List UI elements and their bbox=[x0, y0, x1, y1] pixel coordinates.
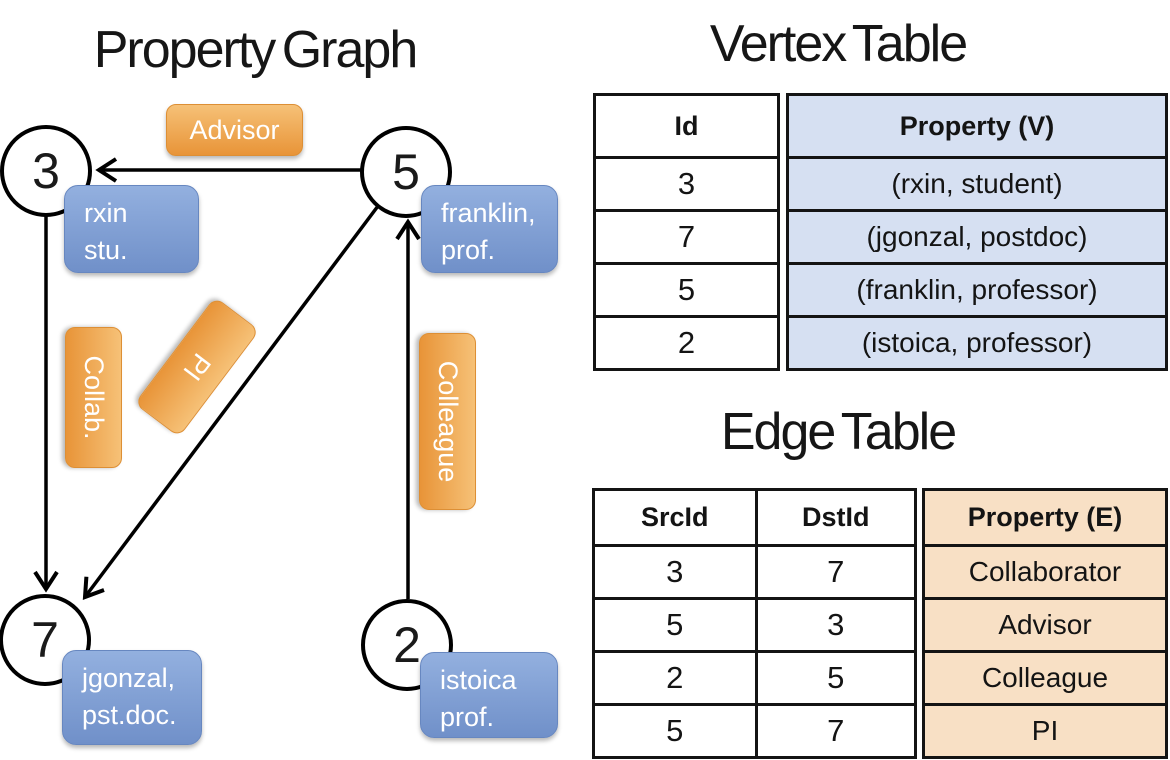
table-cell: (rxin, student) bbox=[789, 156, 1165, 209]
edge-table: SrcId DstId 3 7 5 3 2 5 5 7 Property (E)… bbox=[592, 488, 1168, 759]
edge-table-header-property: Property (E) bbox=[925, 491, 1165, 544]
table-cell: Advisor bbox=[925, 597, 1165, 650]
vertex-node-7-id: 7 bbox=[31, 612, 59, 668]
table-cell: 7 bbox=[754, 703, 914, 756]
edge-table-title: Edge Table bbox=[720, 403, 957, 461]
table-cell: 5 bbox=[595, 703, 755, 756]
vertex-node-2-id: 2 bbox=[393, 617, 421, 673]
vertex-node-5-id: 5 bbox=[392, 144, 420, 200]
vertex-node-3-id: 3 bbox=[32, 143, 60, 199]
edge-label-advisor: Advisor bbox=[166, 104, 303, 156]
table-cell: 5 bbox=[596, 262, 777, 315]
edge-label-colleague: Colleague bbox=[419, 333, 476, 510]
table-cell: 7 bbox=[754, 544, 914, 597]
vertex-table-header-id: Id bbox=[674, 110, 699, 141]
vertex-property-line: prof. bbox=[440, 702, 495, 733]
graph-panel-title: Property Graph bbox=[93, 21, 419, 79]
edge-label-collaborator: Collab. bbox=[65, 327, 122, 468]
vertex-property-line: pst.doc. bbox=[82, 700, 177, 731]
table-cell: (istoica, professor) bbox=[789, 315, 1165, 368]
vertex-property-line: stu. bbox=[84, 235, 128, 266]
table-cell: 5 bbox=[595, 597, 755, 650]
vertex-table-header-property: Property (V) bbox=[789, 96, 1165, 156]
table-cell: Colleague bbox=[925, 650, 1165, 703]
vertex-table-title: Vertex Table bbox=[709, 15, 968, 73]
graph-edges-canvas bbox=[33, 157, 421, 600]
table-cell: (franklin, professor) bbox=[789, 262, 1165, 315]
vertex-property-line: rxin bbox=[84, 198, 128, 228]
table-cell: PI bbox=[925, 703, 1165, 756]
edge-table-id-columns: SrcId DstId 3 7 5 3 2 5 5 7 bbox=[592, 488, 917, 759]
vertex-property-box-jgonzal: jgonzal, pst.doc. bbox=[62, 650, 202, 745]
vertex-table-id-column: Id 3 7 5 2 bbox=[593, 93, 780, 371]
vertex-property-line: prof. bbox=[441, 235, 496, 266]
vertex-property-line: jgonzal, bbox=[82, 663, 176, 693]
table-cell: 7 bbox=[596, 209, 777, 262]
table-cell: (jgonzal, postdoc) bbox=[789, 209, 1165, 262]
edge-table-property-column: Property (E) Collaborator Advisor Collea… bbox=[922, 488, 1168, 759]
vertex-property-line: franklin, bbox=[441, 198, 536, 228]
edge-table-header-dstid: DstId bbox=[754, 491, 915, 544]
edge-table-header-srcid: SrcId bbox=[640, 502, 709, 532]
table-cell: 3 bbox=[595, 544, 755, 597]
table-cell: Collaborator bbox=[925, 544, 1165, 597]
table-cell: 2 bbox=[595, 650, 755, 703]
table-cell: 3 bbox=[596, 156, 777, 209]
edge-arrow-5-to-7-pi bbox=[82, 204, 380, 600]
table-cell: 2 bbox=[596, 315, 777, 368]
table-cell: 3 bbox=[754, 597, 914, 650]
vertex-property-box-istoica: istoica prof. bbox=[420, 652, 558, 738]
vertex-property-box-franklin: franklin, prof. bbox=[421, 185, 558, 273]
vertex-table: Id 3 7 5 2 Property (V) (rxin, student) … bbox=[593, 93, 1168, 371]
vertex-property-line: istoica bbox=[440, 665, 517, 695]
vertex-table-property-column: Property (V) (rxin, student) (jgonzal, p… bbox=[786, 93, 1168, 371]
vertex-node-5: 5 bbox=[360, 126, 452, 218]
vertex-node-2: 2 bbox=[361, 599, 453, 691]
table-cell: 5 bbox=[754, 650, 914, 703]
vertex-property-box-rxin: rxin stu. bbox=[64, 185, 199, 273]
